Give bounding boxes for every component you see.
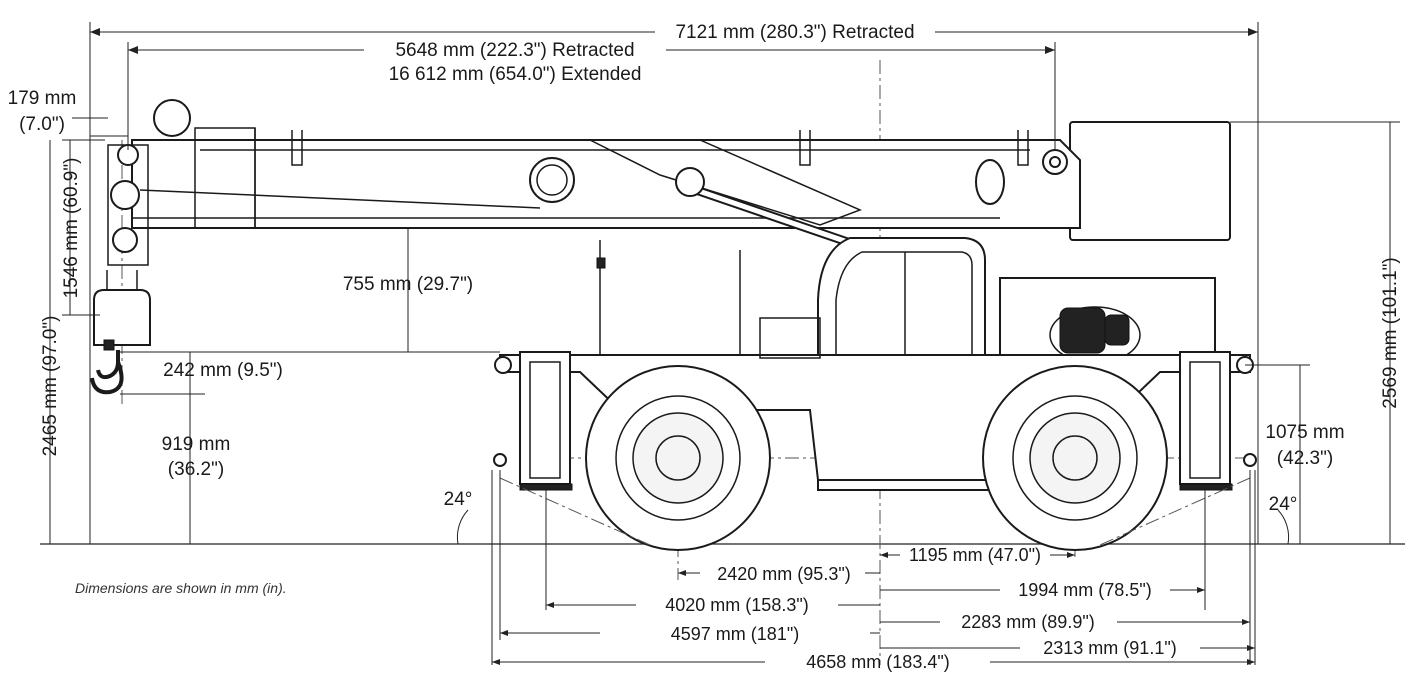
center-to-rear-end-label: 2313 mm (91.1") [1043,638,1176,658]
outrigger-height-in-label: (42.3") [1277,448,1333,469]
departure-angle-label: 24° [1269,494,1298,515]
front-outrigger [519,351,571,485]
hook-to-deck-label: 242 mm (9.5") [163,360,283,381]
hook-block [93,289,151,346]
center-to-rear-outrigger-label: 2283 mm (89.9") [961,612,1094,632]
rear-hub [1029,412,1121,504]
approach-angle-label: 24° [444,489,473,510]
center-to-rear-pad-label: 1994 mm (78.5") [1018,580,1151,600]
deck-height-mm-label: 919 mm [162,434,231,455]
hook [90,350,124,395]
center-to-rear-axle-label: 1195 mm (47.0") [909,545,1041,565]
cab-window [835,251,973,359]
hook-height-label: 2465 mm (97.0") [40,316,61,457]
crane-drawing [90,99,1257,551]
units-note: Dimensions are shown in mm (in). [75,580,287,596]
boom-extended-label: 16 612 mm (654.0") Extended [389,64,642,85]
deck-height-in-label: (36.2") [168,459,224,480]
sheave-offset-mm-label: 179 mm [8,88,77,109]
front-hub [632,412,724,504]
outrigger-span-label: 4597 mm (181") [671,624,799,644]
overall-length-label: 7121 mm (280.3") Retracted [675,22,914,43]
wheelbase-label: 2420 mm (95.3") [717,564,850,584]
boom-head-height-label: 1546 mm (60.9") [61,158,82,299]
boom [131,139,1081,229]
boom-to-body-label: 755 mm (29.7") [343,274,473,295]
boom-retracted-label: 5648 mm (222.3") Retracted [395,40,634,61]
pad-to-pad-label: 4020 mm (158.3") [665,595,808,615]
overall-width-base-label: 4658 mm (183.4") [806,652,949,672]
outrigger-height-mm-label: 1075 mm [1265,422,1344,443]
rear-outrigger [1179,351,1231,485]
counterweight [1069,121,1231,241]
sheave-offset-in-label: (7.0") [19,114,65,135]
overall-height-label: 2569 mm (101.1") [1380,257,1401,408]
